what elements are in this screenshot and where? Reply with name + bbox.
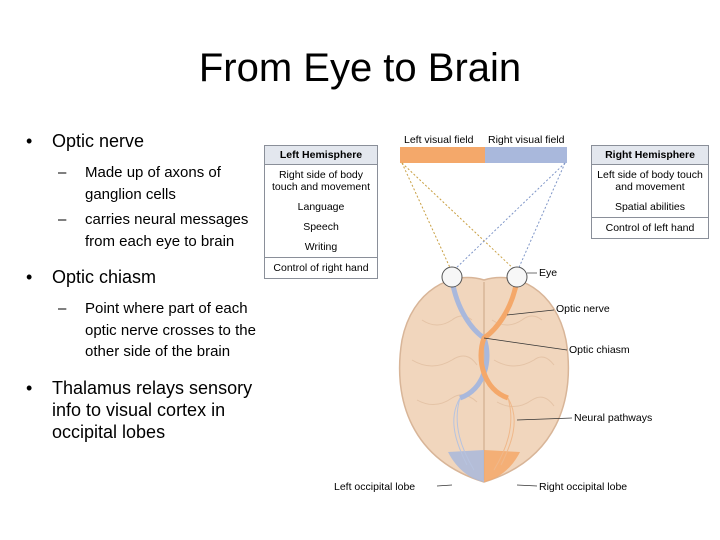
right-visual-field-label: Right visual field: [488, 134, 565, 146]
left-occipital-lobe: [448, 450, 484, 482]
left-hemisphere-box: Left Hemisphere Right side of body touch…: [264, 145, 378, 279]
bullet-optic-nerve: • Optic nerve: [26, 130, 266, 152]
sub-bullet-text: Made up of axons of ganglion cells: [85, 164, 221, 203]
neural-pathways-label: Neural pathways: [574, 412, 653, 424]
sub-bullet: – Made up of axons of ganglion cells: [26, 162, 266, 205]
hemisphere-function: Control of right hand: [265, 257, 377, 278]
hemisphere-function: Spatial abilities: [614, 201, 686, 213]
left-visual-field-label: Left visual field: [404, 134, 474, 146]
left-visual-field-bar: [400, 147, 485, 163]
optic-chiasm-label: Optic chiasm: [569, 344, 630, 356]
right-occipital-lobe: [484, 450, 520, 482]
left-hemisphere-title: Left Hemisphere: [265, 146, 377, 165]
bullet-dot: •: [26, 267, 33, 287]
bullet-dash: –: [58, 300, 67, 317]
hemisphere-function: Right side of body touch and movement: [271, 169, 371, 193]
bullet-thalamus: • Thalamus relays sensory info to visual …: [26, 377, 266, 443]
hemisphere-function: Speech: [303, 221, 339, 233]
sub-bullet: – Point where part of each optic nerve cr…: [26, 298, 266, 363]
eye-to-brain-figure: Left visual field Right visual field Lef…: [262, 130, 712, 500]
bullet-text: Thalamus relays sensory info to visual c…: [52, 377, 253, 442]
sub-bullet-text: carries neural messages from each eye to…: [85, 211, 249, 250]
bullet-dot: •: [26, 131, 33, 151]
hemisphere-function: Left side of body touch and movement: [597, 169, 703, 193]
left-occipital-lobe-label: Left occipital lobe: [334, 481, 416, 493]
neural-pathways: [453, 397, 515, 471]
bullet-dash: –: [58, 164, 67, 181]
bullet-optic-chiasm: • Optic chiasm: [26, 266, 266, 288]
bullet-dot: •: [26, 377, 33, 398]
bullet-dash: –: [58, 211, 67, 228]
bullet-list: • Optic nerve – Made up of axons of gangli…: [26, 130, 266, 453]
hemisphere-function: Control of left hand: [592, 217, 708, 238]
right-eye: [506, 266, 528, 288]
brain-illustration: [398, 147, 573, 487]
leader-lines: [436, 272, 573, 487]
hemisphere-function: Language: [297, 201, 345, 213]
eye-label: Eye: [539, 267, 558, 279]
bullet-text: Optic chiasm: [52, 267, 157, 287]
right-visual-field-bar: [485, 147, 567, 163]
slide-title: From Eye to Brain: [198, 46, 522, 90]
sub-bullet: – carries neural messages from each eye t…: [26, 209, 266, 252]
sub-bullet-text: Point where part of each optic nerve cro…: [85, 300, 256, 360]
hemisphere-function: Writing: [304, 241, 338, 253]
right-hemisphere-title: Right Hemisphere: [592, 146, 708, 165]
right-hemisphere-box: Right Hemisphere Left side of body touch…: [591, 145, 709, 239]
sight-lines: [401, 162, 566, 273]
optic-nerve-label: Optic nerve: [556, 303, 610, 315]
brain-gyri: [411, 315, 555, 407]
bullet-text: Optic nerve: [52, 131, 145, 151]
right-occipital-lobe-label: Right occipital lobe: [539, 481, 628, 493]
left-eye: [441, 266, 463, 288]
